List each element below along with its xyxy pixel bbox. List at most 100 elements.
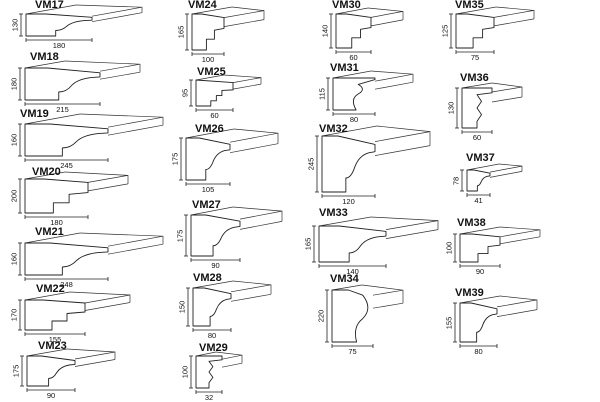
profile-vm17-width-value: 180 <box>52 41 66 50</box>
profile-vm27-height-value: 175 <box>175 229 185 242</box>
profile-vm19-label: VM19 <box>20 108 49 120</box>
profile-vm35-width-value: 75 <box>470 53 480 62</box>
profile-vm25-front-face <box>195 79 234 107</box>
profile-vm19-width-value: 245 <box>60 161 73 170</box>
profile-vm33-front-face <box>318 225 387 263</box>
profile-vm38-width-value: 90 <box>475 267 485 276</box>
profile-vm29-height-value: 100 <box>180 365 190 379</box>
profile-vm38-extrusion <box>459 226 541 245</box>
profile-vm18-label: VM18 <box>30 51 59 63</box>
profile-vm28-label: VM28 <box>193 272 222 284</box>
profile-vm24-extrusion <box>191 6 265 27</box>
profile-vm25-height-value: 95 <box>180 88 190 98</box>
profile-vm17-front-face <box>25 13 93 37</box>
profile-vm30-front-face <box>335 13 372 49</box>
profile-vm29-label: VM29 <box>199 342 228 354</box>
profile-vm31-height-value: 115 <box>317 88 327 100</box>
profile-vm17-height-value: 130 <box>10 18 20 32</box>
profile-vm33-label: VM33 <box>319 207 348 219</box>
profile-vm31-label: VM31 <box>330 62 359 74</box>
profile-vm23-height-value: 175 <box>11 364 21 378</box>
profile-vm19-front-face <box>24 123 109 157</box>
profile-vm21-front-face <box>24 242 109 276</box>
profile-vm26-extrusion <box>185 128 279 154</box>
profile-vm38-height-value: 100 <box>444 241 454 255</box>
profile-vm37-extrusion <box>466 163 523 178</box>
profile-vm18-extrusion <box>24 60 141 80</box>
profile-vm28-extrusion <box>192 280 272 302</box>
profile-vm23-label: VM23 <box>38 340 67 352</box>
profile-vm30-width-value: 60 <box>349 53 358 62</box>
profile-vm32-extrusion <box>321 125 431 156</box>
profile-vm38-label: VM38 <box>457 217 486 229</box>
profile-vm17-label: VM17 <box>35 0 64 11</box>
profile-vm24-width-value: 100 <box>201 55 215 64</box>
profile-vm35-extrusion <box>455 6 535 27</box>
profile-vm23-extrusion <box>26 348 116 367</box>
profile-vm30-label: VM30 <box>332 0 361 11</box>
profile-vm21-extrusion <box>24 232 164 255</box>
profile-vm37-height-value: 78 <box>451 176 461 185</box>
profile-vm36-label: VM36 <box>460 72 489 84</box>
profile-vm23-width-value: 90 <box>46 391 56 400</box>
profile-vm33-extrusion <box>318 216 439 239</box>
profile-vm36-height-value: 130 <box>446 101 456 115</box>
profile-vm28-front-face <box>192 287 232 327</box>
profile-vm25-width-value: 60 <box>210 111 219 120</box>
profile-vm21-height-value: 160 <box>9 252 19 266</box>
profile-vm35-height-value: 125 <box>440 24 450 38</box>
profile-vm36-front-face <box>461 87 493 129</box>
profile-vm29-width-value: 32 <box>204 393 214 402</box>
profile-vm34-extrusion <box>331 284 404 309</box>
profile-vm31-front-face <box>332 77 376 111</box>
profile-vm18-front-face <box>24 67 101 101</box>
profile-vm20-extrusion <box>24 171 129 192</box>
profile-vm27-extrusion <box>190 206 283 230</box>
profile-vm19-extrusion <box>24 113 164 136</box>
profile-vm21-label: VM21 <box>35 226 64 238</box>
profile-vm24-front-face <box>191 13 225 51</box>
profile-vm22-height-value: 170 <box>9 308 19 322</box>
profile-vm28-width-value: 80 <box>207 331 217 340</box>
profile-vm18-height-value: 180 <box>9 77 19 91</box>
profile-vm20-height-value: 200 <box>9 189 19 203</box>
profile-vm35-label: VM35 <box>455 0 484 11</box>
profile-vm25-extrusion <box>195 74 262 90</box>
profile-vm34-front-face <box>331 289 369 343</box>
profile-vm22-extrusion <box>24 291 131 311</box>
profile-vm38-front-face <box>459 233 501 263</box>
profile-vm33-height-value: 165 <box>303 237 313 251</box>
profile-vm32-label: VM32 <box>319 123 348 135</box>
profile-vm34-height-value: 220 <box>316 309 326 323</box>
profile-vm22-label: VM22 <box>36 283 65 295</box>
profile-vm26-front-face <box>185 137 231 181</box>
profile-vm34-width-value: 75 <box>348 347 357 356</box>
profile-vm37-label: VM37 <box>466 152 495 164</box>
profile-vm18-width-value: 215 <box>56 105 69 114</box>
profile-vm39-extrusion <box>459 295 538 317</box>
profile-vm30-height-value: 140 <box>320 24 330 38</box>
profile-vm27-label: VM27 <box>192 199 221 211</box>
profile-vm24-label: VM24 <box>188 0 217 11</box>
profile-vm39-height-value: 155 <box>444 316 454 329</box>
profile-vm27-width-value: 90 <box>211 261 220 270</box>
profile-vm32-front-face <box>321 135 376 193</box>
profile-vm36-extrusion <box>461 82 523 103</box>
profile-vm29-front-face <box>195 355 223 389</box>
profile-vm17-extrusion <box>25 4 143 23</box>
profile-vm39-width-value: 80 <box>474 347 483 356</box>
profile-vm32-height-value: 245 <box>306 157 316 171</box>
profile-vm31-extrusion <box>332 70 414 90</box>
profile-vm28-height-value: 150 <box>177 300 187 314</box>
profile-vm33-width-value: 140 <box>346 267 359 276</box>
profile-vm23-front-face <box>26 355 76 387</box>
profile-vm29-extrusion <box>195 351 243 368</box>
profile-vm26-width-value: 105 <box>201 185 215 194</box>
profile-vm20-front-face <box>24 178 89 214</box>
profile-vm27-front-face <box>190 214 241 257</box>
profile-vm22-width-value: 155 <box>48 335 62 344</box>
profile-vm25-label: VM25 <box>197 66 226 78</box>
profile-vm36-width-value: 60 <box>472 133 482 142</box>
